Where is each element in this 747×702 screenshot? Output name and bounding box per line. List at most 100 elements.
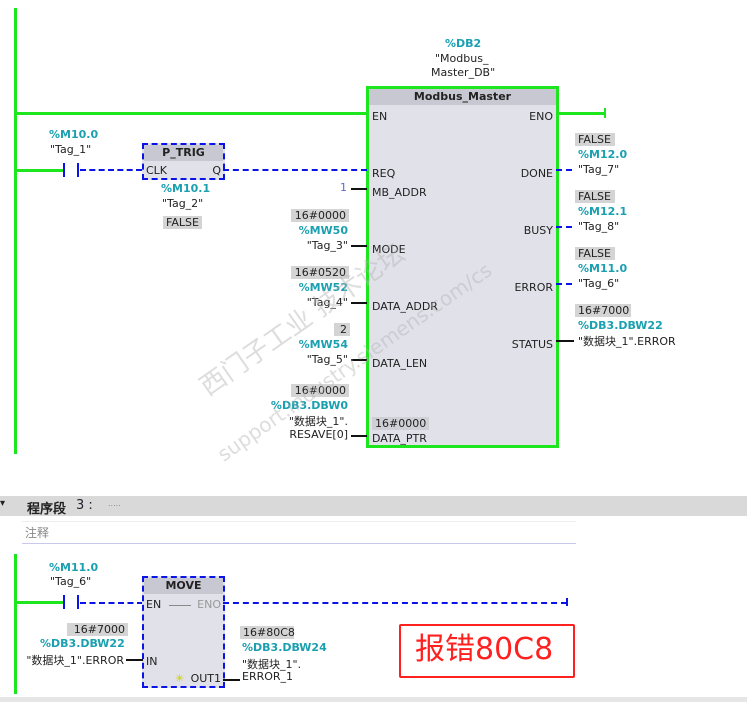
pin-status: STATUS xyxy=(511,338,553,351)
mode-wire xyxy=(351,245,367,247)
p-trig-block[interactable]: P_TRIG CLK Q xyxy=(142,143,225,180)
instance-db-address: %DB2 xyxy=(445,37,482,50)
data-len-value: 2 xyxy=(334,323,350,336)
data-ptr-value: 16#0000 xyxy=(291,384,349,397)
error-address: %M11.0 xyxy=(578,262,628,275)
in-tag: "数据块_1".ERROR xyxy=(26,654,124,667)
data-len-wire xyxy=(351,359,367,361)
move-en: EN xyxy=(146,598,162,611)
move-eno: ENO xyxy=(197,598,221,611)
pin-error: ERROR xyxy=(514,281,553,294)
comment-placeholder: 注释 xyxy=(25,526,50,540)
done-wire xyxy=(556,169,572,171)
in-value: 16#7000 xyxy=(67,623,128,636)
done-value: FALSE xyxy=(575,133,615,146)
wire-move-eno xyxy=(223,602,567,604)
contact-tag1-tag: "Tag_1" xyxy=(50,143,92,156)
error-annotation: 报错80C8 xyxy=(399,624,575,678)
out-value: 16#80C8 xyxy=(240,626,295,639)
wire-contact-ptrig xyxy=(80,169,142,171)
data-ptr-wire xyxy=(351,435,367,437)
wire-move-eno-end xyxy=(566,598,568,606)
contact-tag6-right[interactable] xyxy=(77,595,79,609)
collapse-icon[interactable]: ▾ xyxy=(0,498,6,509)
pin-data-len: DATA_LEN xyxy=(372,357,428,370)
out-tag-1: "数据块_1". xyxy=(242,658,302,671)
contact-tag1-right[interactable] xyxy=(77,163,79,177)
network3-header[interactable]: ▾ 程序段 3 : ..... xyxy=(0,496,747,517)
out-address: %DB3.DBW24 xyxy=(242,641,327,654)
data-addr-wire xyxy=(351,302,367,304)
power-rail xyxy=(14,8,17,454)
done-tag: "Tag_7" xyxy=(578,163,620,176)
error-value: FALSE xyxy=(575,247,615,260)
busy-value: FALSE xyxy=(575,190,615,203)
network3-label: 程序段 xyxy=(27,502,67,517)
modbus-master-title: Modbus_Master xyxy=(369,89,556,105)
instance-db-name-1: "Modbus_ xyxy=(435,52,489,65)
pin-mode: MODE xyxy=(372,243,406,256)
bottom-bar xyxy=(0,697,747,702)
data-len-tag: "Tag_5" xyxy=(306,353,348,366)
mode-value: 16#0000 xyxy=(291,209,349,222)
busy-address: %M12.1 xyxy=(578,205,628,218)
contact-tag6-tag: "Tag_6" xyxy=(50,575,92,588)
p-trig-value: FALSE xyxy=(163,216,202,229)
power-rail-3 xyxy=(14,554,17,694)
move-title: MOVE xyxy=(144,578,223,594)
data-len-address: %MW54 xyxy=(298,338,348,351)
data-addr-tag: "Tag_4" xyxy=(306,296,348,309)
pin-busy: BUSY xyxy=(523,224,553,237)
network3-number: 3 : xyxy=(76,498,93,513)
data-ptr-tag-1: "数据块_1". xyxy=(288,415,348,428)
error-wire xyxy=(556,283,572,285)
done-address: %M12.0 xyxy=(578,148,628,161)
pin-data-ptr: DATA_PTR xyxy=(372,432,427,445)
status-tag: "数据块_1".ERROR xyxy=(578,335,676,348)
pin-data-addr: DATA_ADDR xyxy=(372,300,438,313)
data-ptr-inline-value: 16#0000 xyxy=(372,417,430,430)
p-trig-title: P_TRIG xyxy=(144,145,223,161)
wire-contact-move xyxy=(80,602,143,604)
status-value: 16#7000 xyxy=(575,304,631,317)
contact-tag1-left[interactable] xyxy=(63,163,65,177)
move-add-output-icon[interactable]: ✳ xyxy=(175,672,185,685)
p-trig-clk: CLK xyxy=(146,164,168,177)
p-trig-tag: "Tag_2" xyxy=(162,197,204,210)
pin-req: REQ xyxy=(372,167,396,180)
error-tag: "Tag_6" xyxy=(578,277,620,290)
mode-tag: "Tag_3" xyxy=(306,239,348,252)
error-annotation-text: 报错80C8 xyxy=(415,632,554,667)
instance-db-name-2: Master_DB" xyxy=(431,66,496,79)
in-wire xyxy=(126,659,143,661)
p-trig-q: Q xyxy=(212,164,221,177)
contact-tag6-address: %M11.0 xyxy=(49,561,99,574)
contact-tag1-address: %M10.0 xyxy=(49,128,99,141)
p-trig-address: %M10.1 xyxy=(161,182,211,195)
modbus-master-block[interactable]: Modbus_Master EN REQ MB_ADDR MODE DATA_A… xyxy=(366,86,559,448)
network3-title[interactable]: ..... xyxy=(108,499,121,508)
status-wire xyxy=(556,340,574,342)
out-tag-2: ERROR_1 xyxy=(242,670,294,683)
busy-tag: "Tag_8" xyxy=(578,220,620,233)
contact-tag6-in xyxy=(14,601,64,604)
network3-comment[interactable]: 注释 xyxy=(22,521,576,544)
pin-en: EN xyxy=(372,110,388,123)
move-block[interactable]: MOVE EN ENO IN ✳ OUT1 xyxy=(142,576,225,688)
busy-wire xyxy=(556,226,572,228)
wire-ptrig-req xyxy=(223,169,367,171)
contact-tag6-left[interactable] xyxy=(63,595,65,609)
move-out1: OUT1 xyxy=(190,672,221,685)
contact-tag1-in xyxy=(14,169,64,172)
status-address: %DB3.DBW22 xyxy=(578,319,663,332)
eno-line-end xyxy=(604,108,606,118)
pin-done: DONE xyxy=(520,167,553,180)
data-addr-value: 16#0520 xyxy=(291,266,349,279)
in-address: %DB3.DBW22 xyxy=(40,637,125,650)
move-in: IN xyxy=(146,655,158,668)
mb-addr-value: 1 xyxy=(340,181,347,194)
pin-mb-addr: MB_ADDR xyxy=(372,186,427,199)
data-addr-address: %MW52 xyxy=(298,281,348,294)
mode-address: %MW50 xyxy=(298,224,348,237)
en-rung xyxy=(14,112,367,115)
